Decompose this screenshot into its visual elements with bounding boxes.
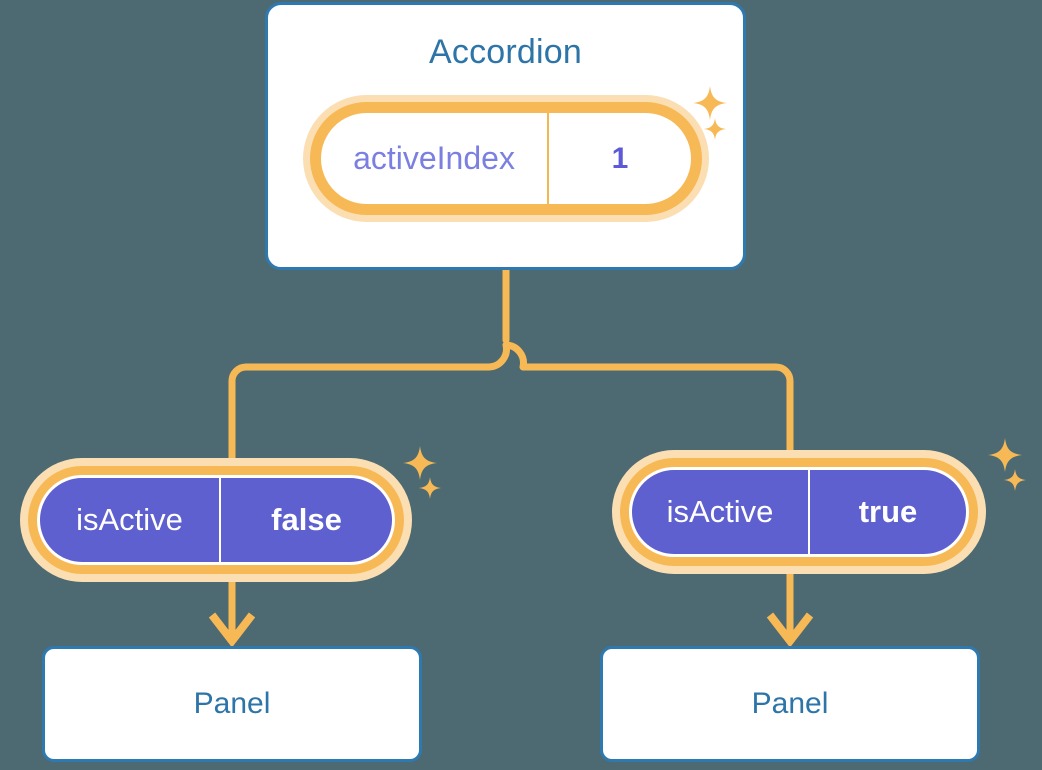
state-value-label: true [858,494,918,529]
state-value-label: 1 [611,141,629,175]
arrow-down-icon-right [766,612,814,648]
panel-title: Panel [193,687,271,720]
sparkle-icon-small [704,118,726,140]
state-pill-active-index[interactable]: activeIndex 1 [303,95,709,222]
panel-node-left[interactable]: Panel [42,646,422,762]
panel-title: Panel [751,687,829,720]
arrow-down-icon-left [208,612,256,648]
pill-body: isActive true [629,467,969,557]
sparkle-icon [403,446,437,480]
pill-body: activeIndex 1 [321,113,691,204]
state-pill-is-active-true[interactable]: isActive true [612,450,986,574]
sparkle-icon-small [419,477,441,499]
pill-body: isActive false [37,475,395,565]
branch-lines [228,341,794,469]
sparkle-icon [693,86,727,120]
state-key-label: isActive [40,478,221,562]
sparkle-icon [988,438,1022,472]
sparkle-icon-small [1004,469,1026,491]
accordion-title: Accordion [429,33,582,71]
state-key-label: isActive [632,470,810,554]
state-key-label: activeIndex [321,113,549,204]
state-pill-is-active-false[interactable]: isActive false [20,458,412,582]
state-value-label: false [271,502,342,537]
panel-node-right[interactable]: Panel [600,646,980,762]
